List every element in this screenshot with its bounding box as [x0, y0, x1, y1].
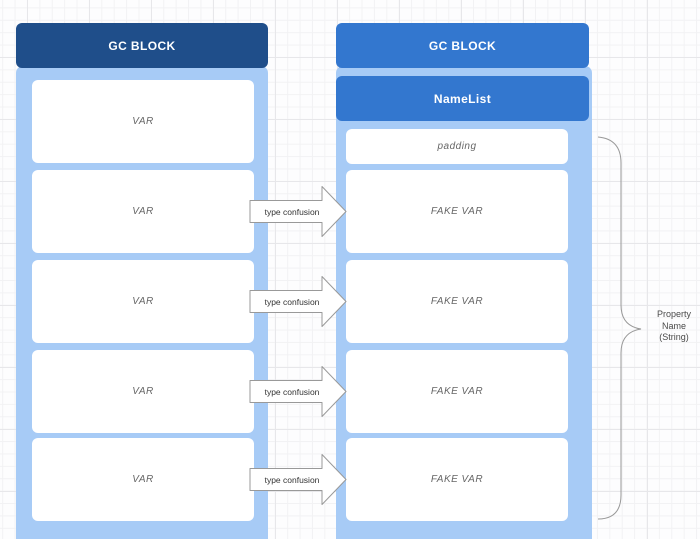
arrow-label-2: type confusion	[264, 296, 320, 307]
var-slot-4: VAR	[32, 350, 254, 433]
arrow-label-3: type confusion	[264, 386, 320, 397]
var-slot-3-label: VAR	[132, 296, 154, 307]
namelist-title: NameList	[433, 91, 492, 106]
fake-var-slot-4: FAKE VAR	[346, 438, 568, 521]
fake-var-slot-3-label: FAKE VAR	[430, 386, 484, 397]
var-slot-5: VAR	[32, 438, 254, 521]
brace-label: Property Name (String)	[646, 309, 700, 344]
gc-block-right-header: GC BLOCK	[336, 23, 589, 68]
arrow-label-4: type confusion	[264, 474, 320, 485]
brace-label-line-1: Property	[656, 309, 691, 319]
gc-block-left-title: GC BLOCK	[108, 38, 176, 53]
gc-block-left-header: GC BLOCK	[16, 23, 268, 68]
property-name-brace	[597, 136, 642, 520]
namelist-header: NameList	[336, 76, 589, 121]
gc-block-right-title: GC BLOCK	[428, 38, 497, 53]
var-slot-2: VAR	[32, 170, 254, 253]
padding-slot: padding	[346, 129, 568, 164]
var-slot-3: VAR	[32, 260, 254, 343]
var-slot-1: VAR	[32, 80, 254, 163]
fake-var-slot-1: FAKE VAR	[346, 170, 568, 253]
fake-var-slot-1-label: FAKE VAR	[430, 206, 484, 217]
brace-label-line-2: Name	[661, 320, 686, 331]
var-slot-2-label: VAR	[132, 206, 154, 217]
padding-slot-label: padding	[437, 141, 477, 152]
var-slot-5-label: VAR	[132, 474, 154, 485]
fake-var-slot-2: FAKE VAR	[346, 260, 568, 343]
var-slot-4-label: VAR	[132, 386, 154, 397]
brace-label-line-3: (String)	[659, 332, 689, 342]
fake-var-slot-2-label: FAKE VAR	[430, 296, 484, 307]
fake-var-slot-4-label: FAKE VAR	[430, 474, 484, 485]
var-slot-1-label: VAR	[132, 116, 154, 127]
arrow-label-1: type confusion	[264, 206, 320, 217]
fake-var-slot-3: FAKE VAR	[346, 350, 568, 433]
